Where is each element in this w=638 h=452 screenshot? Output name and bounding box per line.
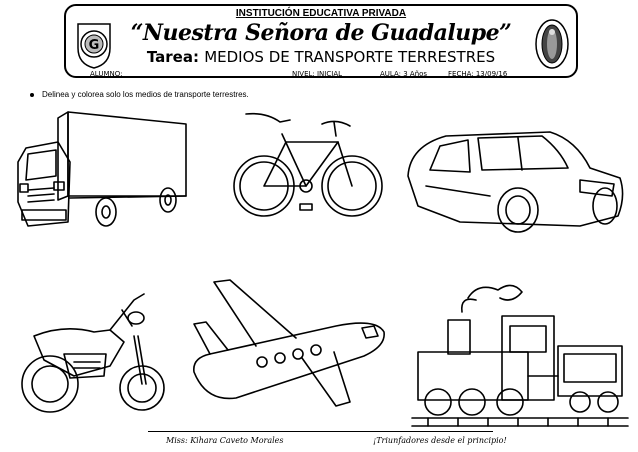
- school-shield-logo: G: [77, 23, 111, 69]
- bullet-icon: [30, 92, 34, 97]
- level-field: NIVEL: INICIAL: [292, 70, 343, 78]
- task-value: MEDIOS DE TRANSPORTE TERRESTRES: [204, 48, 496, 66]
- bicycle-drawing: [233, 112, 383, 217]
- motorcycle-drawing: [21, 293, 165, 413]
- task-label: Tarea:: [146, 48, 199, 66]
- student-info-row: ALUMNO: ___________________________ NIVE…: [80, 70, 568, 82]
- worksheet-header: G INSTITUCIÓN EDUCATIVA PRIVADA “Nuestra…: [64, 4, 578, 78]
- logo-letter: G: [89, 38, 100, 53]
- instruction-text: Delinea y colorea solo los medios de tra…: [30, 90, 249, 99]
- student-field: ALUMNO: ___________________________: [90, 70, 220, 78]
- task-title: Tarea: MEDIOS DE TRANSPORTE TERRESTRES: [66, 48, 576, 66]
- school-name: INSTITUCIÓN EDUCATIVA PRIVADA: [235, 8, 407, 19]
- truck-drawing: [17, 111, 187, 227]
- school-motto: “Nuestra Señora de Guadalupe”: [130, 20, 512, 46]
- airplane-drawing: [193, 279, 385, 407]
- car-drawing: [407, 131, 624, 233]
- virgin-guadalupe-image: [535, 19, 569, 69]
- school-slogan: ¡Triunfadores desde el principio!: [373, 436, 507, 445]
- teacher-name: Miss: Kihara Caveto Morales: [166, 436, 284, 445]
- train-drawing: [411, 284, 629, 427]
- classroom-field: AULA: 3 Años: [380, 70, 428, 78]
- instruction-label: Delinea y colorea solo los medios de tra…: [42, 90, 249, 99]
- footer-divider: [148, 431, 493, 432]
- date-field: FECHA: 13/09/16: [448, 70, 508, 78]
